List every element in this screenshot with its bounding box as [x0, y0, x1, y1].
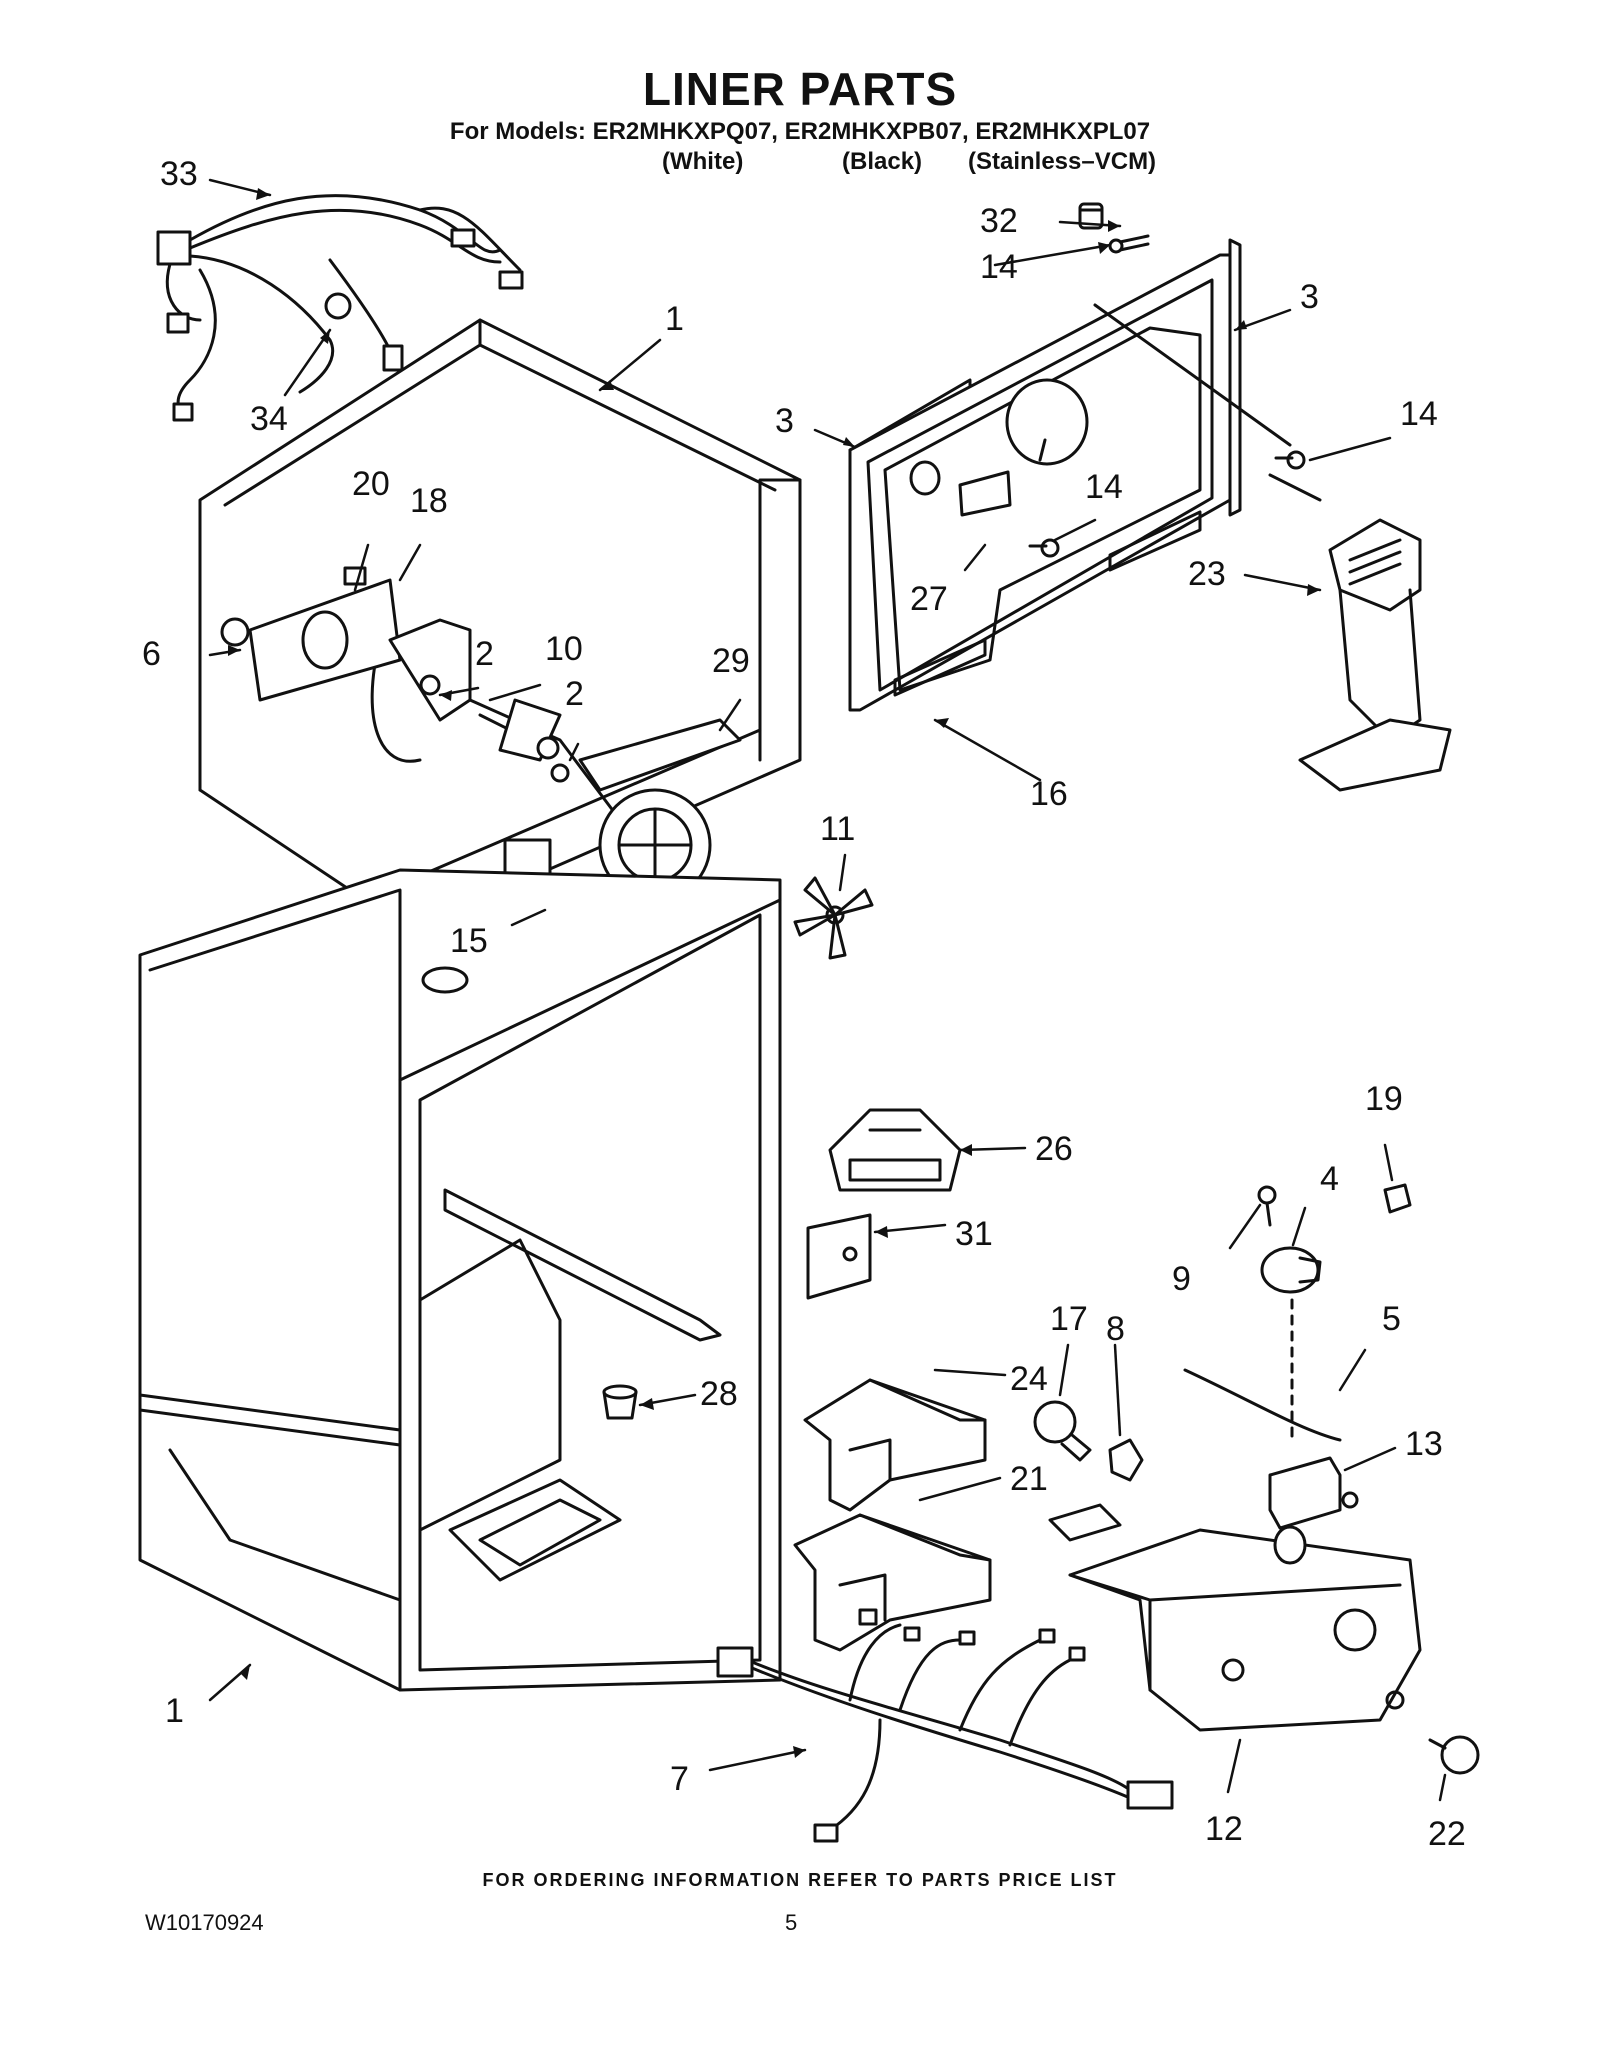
small-clip	[1383, 1183, 1412, 1214]
callout-19: 19	[1365, 1080, 1403, 1118]
cup-part	[602, 1384, 638, 1420]
hardware-top	[1078, 202, 1150, 254]
callout-7: 7	[670, 1760, 689, 1798]
screw-mid	[1028, 450, 1306, 558]
capillary-tube	[1183, 1368, 1342, 1442]
crisper-cover-bottom	[793, 1513, 992, 1652]
crisper-cover-top	[803, 1378, 987, 1512]
screw-control	[1257, 1185, 1277, 1227]
callout-22: 22	[1428, 1815, 1466, 1853]
callout-24: 24	[1010, 1360, 1048, 1398]
page-number: 5	[785, 1910, 798, 1935]
lamp-socket	[1108, 1438, 1144, 1482]
callout-10: 10	[545, 630, 583, 668]
leader-arrowheads	[228, 188, 1320, 1758]
callout-13: 13	[1405, 1425, 1443, 1463]
callout-15: 15	[450, 922, 488, 960]
callout-34: 34	[250, 400, 288, 438]
wire-harness-lower	[716, 1608, 1174, 1843]
freezer-liner	[198, 318, 802, 932]
callout-27: 27	[910, 580, 948, 618]
document-number: W10170924	[145, 1910, 264, 1935]
callout-labels: 33 34 1 20 18 6 2 10 2 29 15 11 32 14 3 …	[142, 155, 1466, 1853]
callout-8: 8	[1106, 1310, 1125, 1348]
thermostat-knob	[1428, 1735, 1480, 1775]
control-housing	[1048, 1503, 1422, 1732]
callout-23: 23	[1188, 555, 1226, 593]
variant-stainless: (Stainless–VCM)	[968, 148, 1157, 175]
callout-9: 9	[1172, 1260, 1191, 1298]
callout-16: 16	[1030, 775, 1068, 813]
models-line: For Models: ER2MHKXPQ07, ER2MHKXPB07, ER…	[449, 118, 1151, 145]
callout-21: 21	[1010, 1460, 1048, 1498]
callout-33: 33	[160, 155, 198, 193]
callout-31: 31	[955, 1215, 993, 1253]
callout-26: 26	[1035, 1130, 1073, 1168]
light-bulb	[1033, 1400, 1092, 1462]
evaporator-fan-assembly	[220, 566, 742, 911]
callout-1-upper: 1	[665, 300, 684, 338]
callout-32: 32	[980, 202, 1018, 240]
callout-11: 11	[820, 810, 855, 848]
callout-14-mid: 14	[1085, 468, 1123, 506]
callout-14-top: 14	[980, 248, 1018, 286]
thermostat	[1268, 1456, 1359, 1530]
callout-4: 4	[1320, 1160, 1339, 1198]
callout-2-left: 2	[475, 635, 494, 673]
wire-harness-upper	[156, 194, 524, 422]
callout-17: 17	[1050, 1300, 1088, 1338]
variant-white: (White)	[662, 148, 744, 175]
fan-blade	[793, 876, 874, 960]
variant-black: (Black)	[842, 148, 923, 175]
callout-1-lower: 1	[165, 1692, 184, 1730]
callout-12: 12	[1205, 1810, 1243, 1848]
evaporator-cover-panel	[848, 238, 1322, 712]
callout-3-right: 3	[1300, 278, 1319, 316]
page-title: LINER PARTS	[642, 63, 958, 115]
callout-2-right: 2	[565, 675, 584, 713]
callout-28: 28	[700, 1375, 738, 1413]
ordering-note: FOR ORDERING INFORMATION REFER TO PARTS …	[482, 1870, 1118, 1890]
callout-18: 18	[410, 482, 448, 520]
light-housing	[828, 1108, 962, 1192]
callout-5: 5	[1382, 1300, 1401, 1338]
light-shield-plate	[806, 1213, 872, 1300]
control-knob-housing	[1260, 1246, 1322, 1442]
callout-14-right: 14	[1400, 395, 1438, 433]
callout-3-left: 3	[775, 402, 794, 440]
air-duct	[1298, 518, 1452, 792]
callout-6: 6	[142, 635, 161, 673]
fresh-food-liner	[138, 868, 782, 1692]
callout-20: 20	[352, 465, 390, 503]
callout-29: 29	[712, 642, 750, 680]
